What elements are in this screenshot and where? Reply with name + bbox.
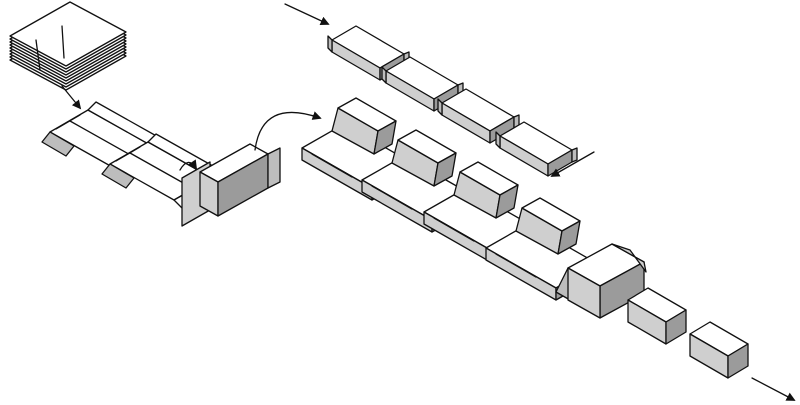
curved-arrow-icon bbox=[179, 159, 198, 171]
arrow-icon bbox=[61, 85, 82, 110]
arrow-icon bbox=[751, 377, 796, 401]
closed-box-2 bbox=[689, 321, 749, 379]
blank-stack bbox=[9, 1, 127, 91]
arrow-icon bbox=[284, 3, 330, 26]
closing-box bbox=[555, 243, 647, 319]
arrow-icon bbox=[550, 151, 595, 177]
curved-arrow-icon bbox=[254, 111, 322, 151]
closed-box-1 bbox=[627, 287, 687, 345]
erected-sleeve bbox=[181, 143, 281, 227]
